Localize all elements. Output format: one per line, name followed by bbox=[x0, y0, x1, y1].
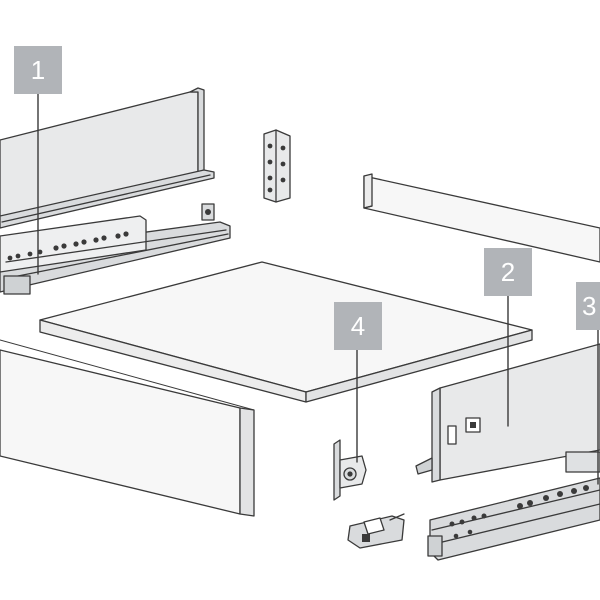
callout-1-label: 1 bbox=[30, 54, 46, 85]
front-bracket-clip bbox=[347, 513, 405, 549]
callout-3: 3 bbox=[576, 282, 600, 330]
left-side-clip bbox=[201, 203, 215, 221]
callout-4-label: 4 bbox=[350, 310, 366, 341]
right-drawer-side bbox=[415, 343, 600, 483]
right-side-tab bbox=[447, 425, 457, 445]
callout-3-label: 3 bbox=[582, 290, 597, 321]
front-fixing-bracket bbox=[333, 439, 367, 501]
rear-bracket bbox=[263, 129, 291, 203]
left-runner bbox=[0, 215, 231, 295]
callout-1: 1 bbox=[14, 46, 62, 94]
left-side-top-rail bbox=[0, 169, 215, 229]
callout-4: 4 bbox=[334, 302, 382, 350]
drawer-base-panel bbox=[39, 261, 533, 403]
left-runner-end-block bbox=[3, 275, 31, 295]
left-drawer-side bbox=[0, 87, 215, 229]
left-runner-holes bbox=[7, 231, 129, 261]
right-side-foot bbox=[415, 457, 433, 475]
right-runner bbox=[427, 477, 600, 561]
right-runner-holes bbox=[449, 485, 589, 539]
front-board bbox=[0, 339, 255, 517]
right-side-rear-notch bbox=[565, 451, 600, 473]
rear-board bbox=[363, 173, 600, 263]
callout-2-label: 2 bbox=[500, 256, 516, 287]
callout-2: 2 bbox=[484, 248, 532, 296]
